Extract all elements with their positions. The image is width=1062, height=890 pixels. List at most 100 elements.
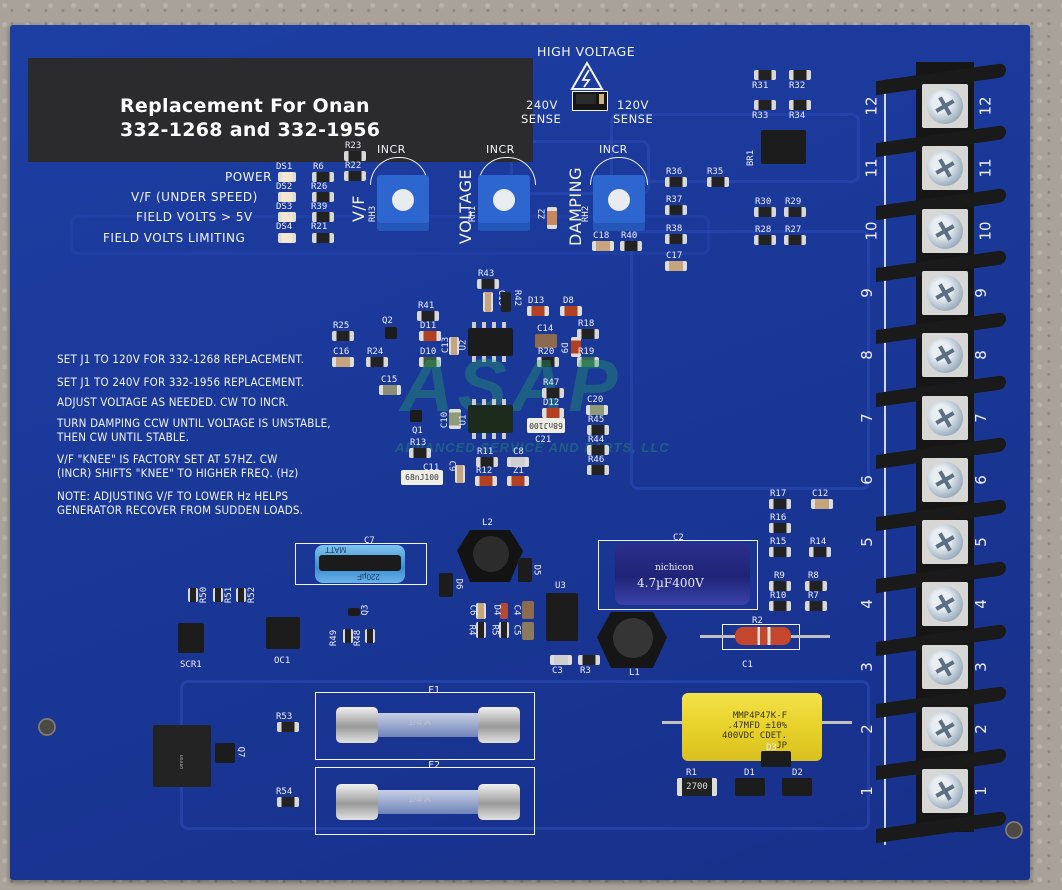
terminal-screw-icon[interactable] [927, 337, 963, 374]
ref-r37: R37 [666, 195, 683, 205]
instruction-line-4: TURN DAMPING CCW UNTIL VOLTAGE IS UNSTAB… [57, 416, 331, 430]
ref-rh3: RH3 [368, 205, 379, 223]
zener-z2 [547, 207, 557, 229]
ref-r39: R39 [311, 202, 328, 212]
diode-d6 [439, 573, 453, 597]
resistor-r45 [587, 425, 609, 435]
terminal-screw-icon[interactable] [927, 274, 963, 311]
terminal-7[interactable] [922, 395, 968, 440]
bridge-rectifier-br1 [761, 130, 806, 164]
terminal-screw-icon[interactable] [927, 399, 963, 436]
ref-d6: D6 [453, 578, 464, 590]
ref-r9: R9 [774, 571, 785, 581]
terminal-number-right: 3 [971, 661, 990, 672]
capacitor-c16 [332, 357, 354, 367]
pot-vf-rh3[interactable] [377, 175, 429, 231]
terminal-8[interactable] [922, 333, 968, 378]
pot-damping-rh2[interactable] [593, 175, 645, 231]
terminal-screw-icon[interactable] [927, 648, 963, 685]
ref-r7: R7 [808, 591, 819, 601]
ref-r43: R43 [478, 269, 495, 279]
terminal-12[interactable] [922, 84, 968, 128]
terminal-number-right: 10 [976, 221, 995, 241]
ref-z1: Z1 [513, 466, 524, 476]
pot-voltage-rh1[interactable] [478, 175, 530, 231]
ref-r49: R49 [329, 629, 340, 647]
capacitor-c14 [535, 334, 557, 348]
ref-r41: R41 [418, 301, 435, 311]
terminal-9[interactable] [922, 270, 968, 315]
ref-r17: R17 [770, 489, 787, 499]
resistor-r52 [236, 588, 246, 602]
ref-r48: R48 [353, 629, 364, 647]
led-ds2-under-speed [278, 192, 296, 202]
resistor-r13 [409, 448, 431, 458]
ref-r40: R40 [621, 231, 638, 241]
terminal-number-right: 9 [971, 288, 990, 298]
ref-c2: C2 [673, 533, 684, 543]
indicator-label-field-volts-limiting: FIELD VOLTS LIMITING [103, 231, 246, 245]
terminal-number-left: 1 [857, 786, 876, 797]
terminal-2[interactable] [922, 707, 968, 751]
ref-r29: R29 [785, 197, 802, 207]
j1-sense-jumper[interactable] [572, 91, 608, 111]
resistor-r47 [542, 388, 564, 398]
ref-br1: BR1 [746, 149, 757, 167]
terminal-number-right: 8 [971, 350, 990, 360]
resistor-r7 [805, 601, 827, 611]
terminal-number-left: 8 [857, 350, 876, 360]
ref-r47: R47 [543, 378, 560, 388]
resistor-r38 [665, 234, 687, 244]
terminal-screw-icon[interactable] [927, 150, 963, 187]
asap-watermark-company: ADVANCED SERVICE AND PARTS, LLC [395, 440, 670, 455]
terminal-screw-icon[interactable] [927, 524, 963, 561]
terminal-screw-icon[interactable] [927, 88, 963, 124]
resistor-r12 [475, 476, 497, 486]
terminal-screw-icon[interactable] [927, 212, 963, 249]
ref-u3: U3 [555, 581, 566, 591]
capacitor-c4 [522, 601, 534, 619]
ref-d12: D12 [543, 398, 560, 408]
terminal-1[interactable] [922, 769, 968, 814]
pot-vf-incr-label: INCR [377, 143, 406, 156]
resistor-r14 [809, 547, 831, 557]
ref-c12: C12 [812, 489, 829, 499]
ref-r2: R2 [752, 616, 763, 626]
terminal-6[interactable] [922, 457, 968, 502]
ref-d1: D1 [744, 768, 755, 778]
terminal-screw-icon[interactable] [927, 711, 963, 747]
ref-r35: R35 [707, 167, 724, 177]
ref-c21: C21 [535, 435, 552, 445]
terminal-screw-icon[interactable] [927, 586, 963, 623]
ref-r13: R13 [410, 438, 427, 448]
ref-r26: R26 [311, 182, 328, 192]
instruction-line-7: (INCR) SHIFTS "KNEE" TO HIGHER FREQ. (Hz… [57, 466, 299, 480]
terminal-4[interactable] [922, 582, 968, 627]
terminal-number-left: 9 [857, 288, 876, 298]
resistor-r36 [665, 177, 687, 187]
pcb-trace [610, 113, 860, 183]
terminal-10[interactable] [922, 208, 968, 253]
pot-vf-label: V/F [349, 194, 369, 223]
indicator-label-field-volts-5v: FIELD VOLTS > 5V [136, 210, 253, 224]
resistor-r11 [476, 457, 498, 467]
ref-r8: R8 [808, 571, 819, 581]
terminal-3[interactable] [922, 644, 968, 689]
ref-r23: R23 [345, 141, 362, 151]
terminal-screw-icon[interactable] [927, 461, 963, 498]
terminal-5[interactable] [922, 520, 968, 565]
ref-d3: D3 [766, 743, 777, 753]
ref-r33: R33 [752, 111, 769, 121]
capacitor-c7: MATT 220µF [315, 545, 405, 583]
capacitor-c12 [811, 499, 833, 509]
terminal-screw-icon[interactable] [927, 773, 963, 810]
ref-r6: R6 [313, 162, 324, 172]
terminal-number-left: 6 [857, 475, 876, 485]
terminal-11[interactable] [922, 146, 968, 191]
ref-r38: R38 [666, 224, 683, 234]
ref-r22: R22 [345, 161, 362, 171]
ref-c11: C11 [423, 463, 440, 473]
diode-d2 [782, 778, 812, 796]
ref-r15: R15 [770, 537, 787, 547]
terminal-number-right: 5 [971, 537, 990, 547]
